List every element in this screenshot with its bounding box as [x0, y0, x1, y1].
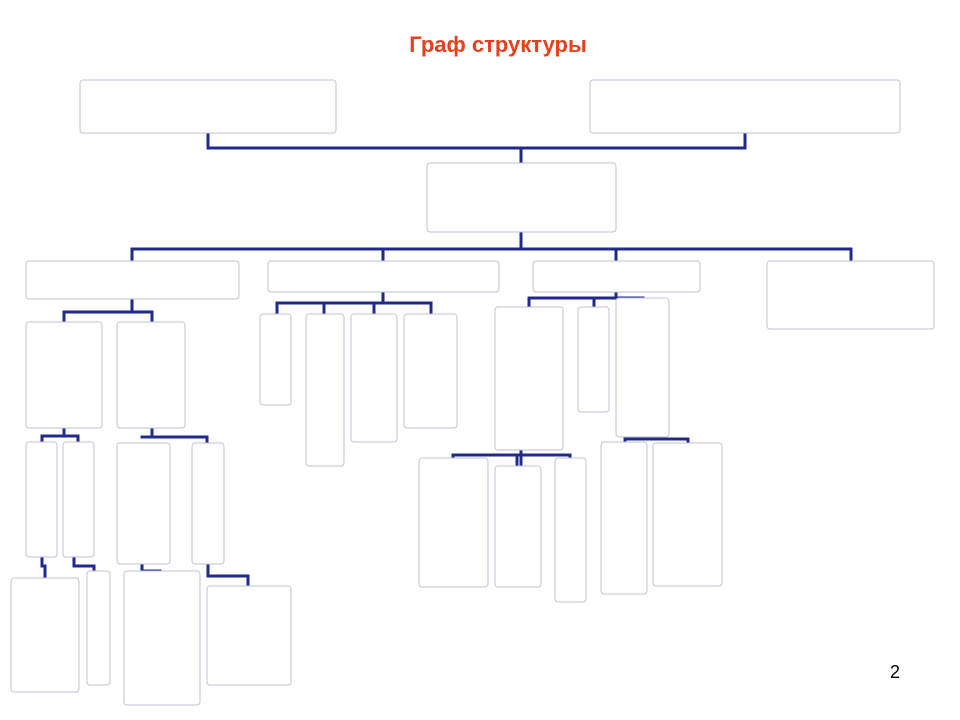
node-box [123, 570, 201, 706]
node-box [267, 260, 500, 293]
connector [40, 434, 80, 444]
node-box [600, 441, 648, 595]
connector [451, 453, 572, 460]
node-box [305, 313, 345, 467]
node-box [494, 465, 542, 588]
connector [140, 435, 209, 445]
node-box [494, 306, 564, 451]
connectors [40, 130, 853, 588]
node-box [652, 442, 723, 587]
node-box [403, 313, 458, 429]
connector [72, 555, 96, 573]
node-box [259, 313, 292, 406]
node-box [350, 313, 398, 443]
connector [62, 310, 154, 324]
node-box [25, 441, 58, 558]
connector [130, 247, 853, 263]
node-box [615, 297, 670, 438]
node-box [10, 577, 80, 693]
node-box [116, 442, 171, 565]
node-box [418, 457, 489, 588]
connector [140, 562, 162, 573]
node-box [577, 306, 610, 413]
node-box [532, 260, 701, 293]
node-box [62, 441, 95, 558]
node-box [86, 570, 111, 686]
node-box [554, 457, 587, 603]
node-box [766, 260, 935, 330]
node-box [116, 321, 186, 429]
node-box [589, 79, 901, 134]
node-box [25, 321, 103, 429]
connector [623, 437, 690, 445]
node-box [426, 162, 617, 233]
page-number: 2 [889, 662, 900, 682]
boxes [10, 79, 935, 706]
node-box [79, 79, 337, 134]
node-box [191, 442, 225, 565]
connector [527, 296, 645, 309]
node-box [25, 260, 240, 300]
slide-title: Граф структуры [409, 32, 587, 57]
node-box [206, 585, 292, 686]
connector [206, 562, 250, 588]
connector [275, 301, 433, 316]
connector [206, 130, 747, 150]
